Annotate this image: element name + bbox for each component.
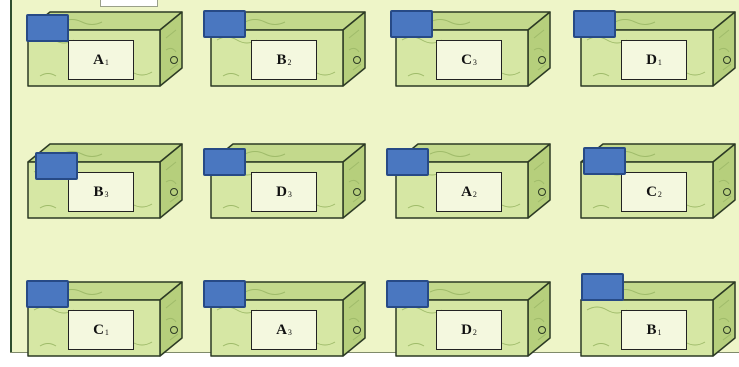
box-label-subscript: 1: [104, 327, 109, 337]
box-label-letter: A: [276, 321, 287, 338]
blue-lid[interactable]: [386, 280, 429, 308]
box-label-letter: B: [276, 51, 287, 68]
box-label-letter: D: [276, 183, 287, 200]
left-border: [0, 0, 12, 367]
blue-lid[interactable]: [573, 10, 616, 38]
box-label-letter: C: [461, 51, 472, 68]
box-ring-icon: [538, 326, 546, 334]
box-label-letter: B: [93, 183, 104, 200]
box-label-subscript: 1: [657, 327, 662, 337]
box-label-subscript: 3: [472, 57, 477, 67]
blue-lid[interactable]: [26, 280, 69, 308]
box-ring-icon: [723, 56, 731, 64]
box-label-subscript: 1: [104, 57, 109, 67]
box-label-subscript: 2: [472, 327, 477, 337]
box-ring-icon: [723, 326, 731, 334]
box-ring-icon: [353, 56, 361, 64]
box-label-letter: B: [646, 321, 657, 338]
box-label-subscript: 2: [657, 189, 662, 199]
top-tab: [100, 0, 158, 7]
blue-lid[interactable]: [35, 152, 78, 180]
box-label-letter: A: [93, 51, 104, 68]
box-ring-icon: [353, 188, 361, 196]
box-ring-icon: [353, 326, 361, 334]
box-label-letter: C: [93, 321, 104, 338]
box-ring-icon: [538, 56, 546, 64]
box-label-subscript: 2: [472, 189, 477, 199]
box-ring-icon: [723, 188, 731, 196]
blue-lid[interactable]: [581, 273, 624, 301]
blue-lid[interactable]: [583, 147, 626, 175]
blue-lid[interactable]: [386, 148, 429, 176]
box-label-subscript: 2: [287, 57, 292, 67]
box-label-letter: D: [461, 321, 472, 338]
blue-lid[interactable]: [203, 10, 246, 38]
box-ring-icon: [170, 326, 178, 334]
blue-lid[interactable]: [390, 10, 433, 38]
blue-lid[interactable]: [26, 14, 69, 42]
box-ring-icon: [538, 188, 546, 196]
box-label-subscript: 3: [287, 189, 292, 199]
blue-lid[interactable]: [203, 148, 246, 176]
box-label-subscript: 3: [104, 189, 109, 199]
box-label-letter: D: [646, 51, 657, 68]
box-ring-icon: [170, 188, 178, 196]
box-label-subscript: 3: [287, 327, 292, 337]
box-label-subscript: 1: [657, 57, 662, 67]
box-ring-icon: [170, 56, 178, 64]
bottom-border: [10, 352, 739, 367]
blue-lid[interactable]: [203, 280, 246, 308]
box-label-letter: A: [461, 183, 472, 200]
box-label-letter: C: [646, 183, 657, 200]
